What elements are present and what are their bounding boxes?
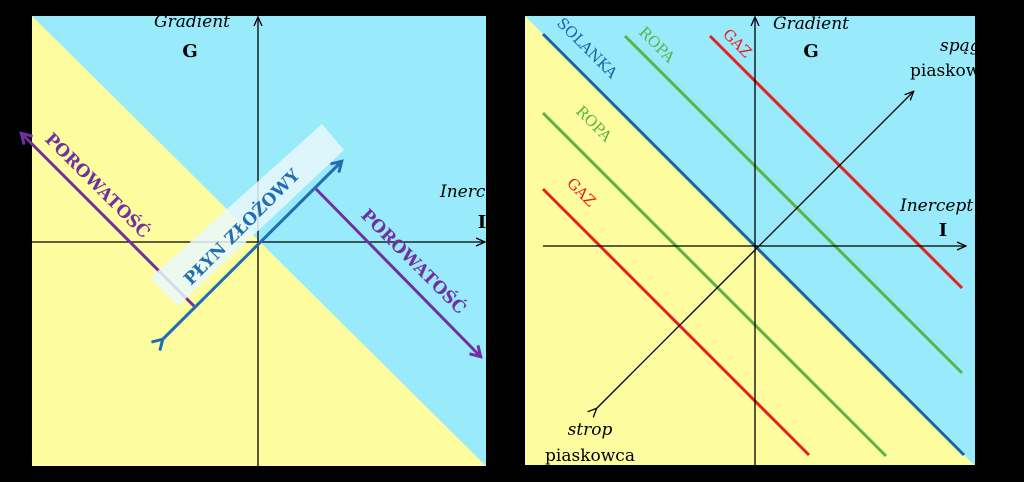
right-x-axis-title: Inercept: [899, 196, 973, 216]
upper-arrow-label-line2: piaskowca: [910, 61, 1000, 81]
upper-arrow-label-line1: spąg: [940, 36, 981, 56]
right-y-axis-title: Gradient: [773, 14, 849, 34]
lower-arrow-label-line2: piaskowca: [545, 446, 635, 466]
left-y-axis-letter: G: [182, 41, 197, 62]
left-y-axis-title: Gradient: [154, 12, 230, 32]
right-x-axis-letter: I: [939, 220, 947, 241]
right-y-axis-letter: G: [803, 41, 818, 62]
left-x-axis-title: Inercept: [439, 182, 513, 202]
right-panel: Gradient G Inercept I spąg piaskowca str…: [525, 14, 1000, 466]
left-panel: Gradient G Inercept I POROWATOŚĆ POROWAT…: [22, 12, 513, 466]
sandstone-diagonal-axis: [596, 92, 913, 409]
lower-arrow-label-line1: strop: [568, 420, 613, 440]
fluid-double-arrow: [162, 162, 341, 340]
left-x-axis-letter: I: [478, 212, 486, 233]
